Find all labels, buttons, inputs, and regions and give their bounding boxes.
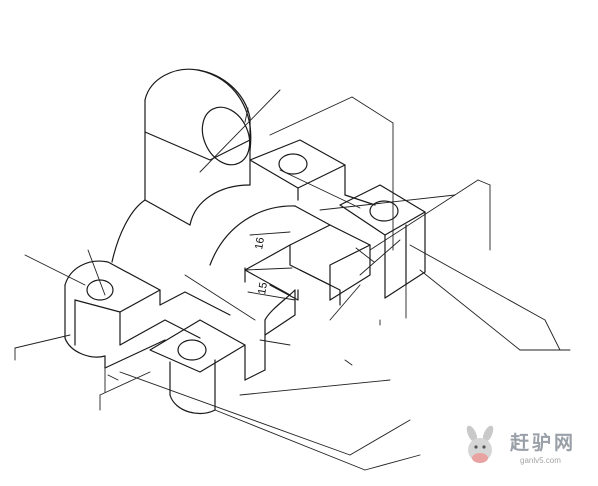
watermark: 赶驴网 ganlv5.com [460,424,590,476]
donkey-logo-icon [466,425,494,463]
dimension-label-16: 16 [253,236,267,250]
watermark-url: ganlv5.com [520,456,561,465]
dimension-lines: 16 15 [14,89,571,471]
part-outline [64,68,426,415]
dimension-label-15: 15 [256,281,270,295]
watermark-title: 赶驴网 [510,432,577,454]
